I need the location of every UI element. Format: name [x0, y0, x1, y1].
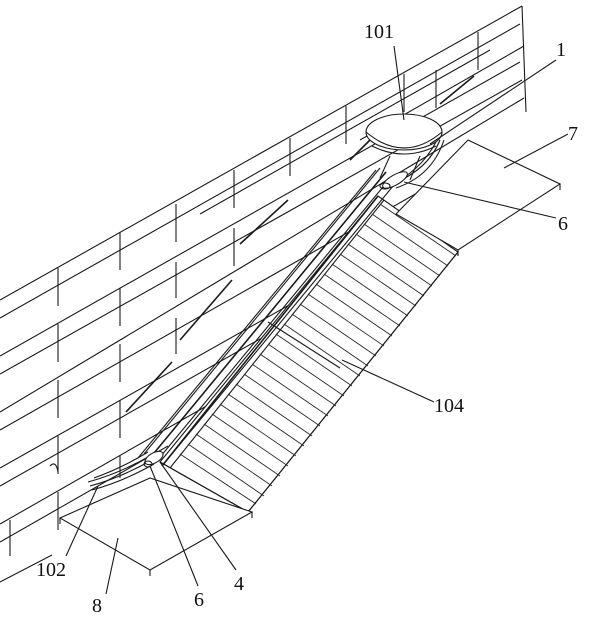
label-1: 1: [556, 39, 566, 61]
label-6-bottom: 6: [194, 589, 204, 611]
label-7: 7: [568, 123, 578, 145]
stair-ramp: [160, 196, 458, 512]
label-6-top: 6: [558, 213, 568, 235]
label-102: 102: [36, 559, 66, 581]
upper-carriage: [380, 169, 410, 192]
label-4: 4: [234, 573, 244, 595]
label-8: 8: [92, 595, 102, 617]
label-104: 104: [434, 395, 464, 417]
label-101: 101: [364, 21, 394, 43]
